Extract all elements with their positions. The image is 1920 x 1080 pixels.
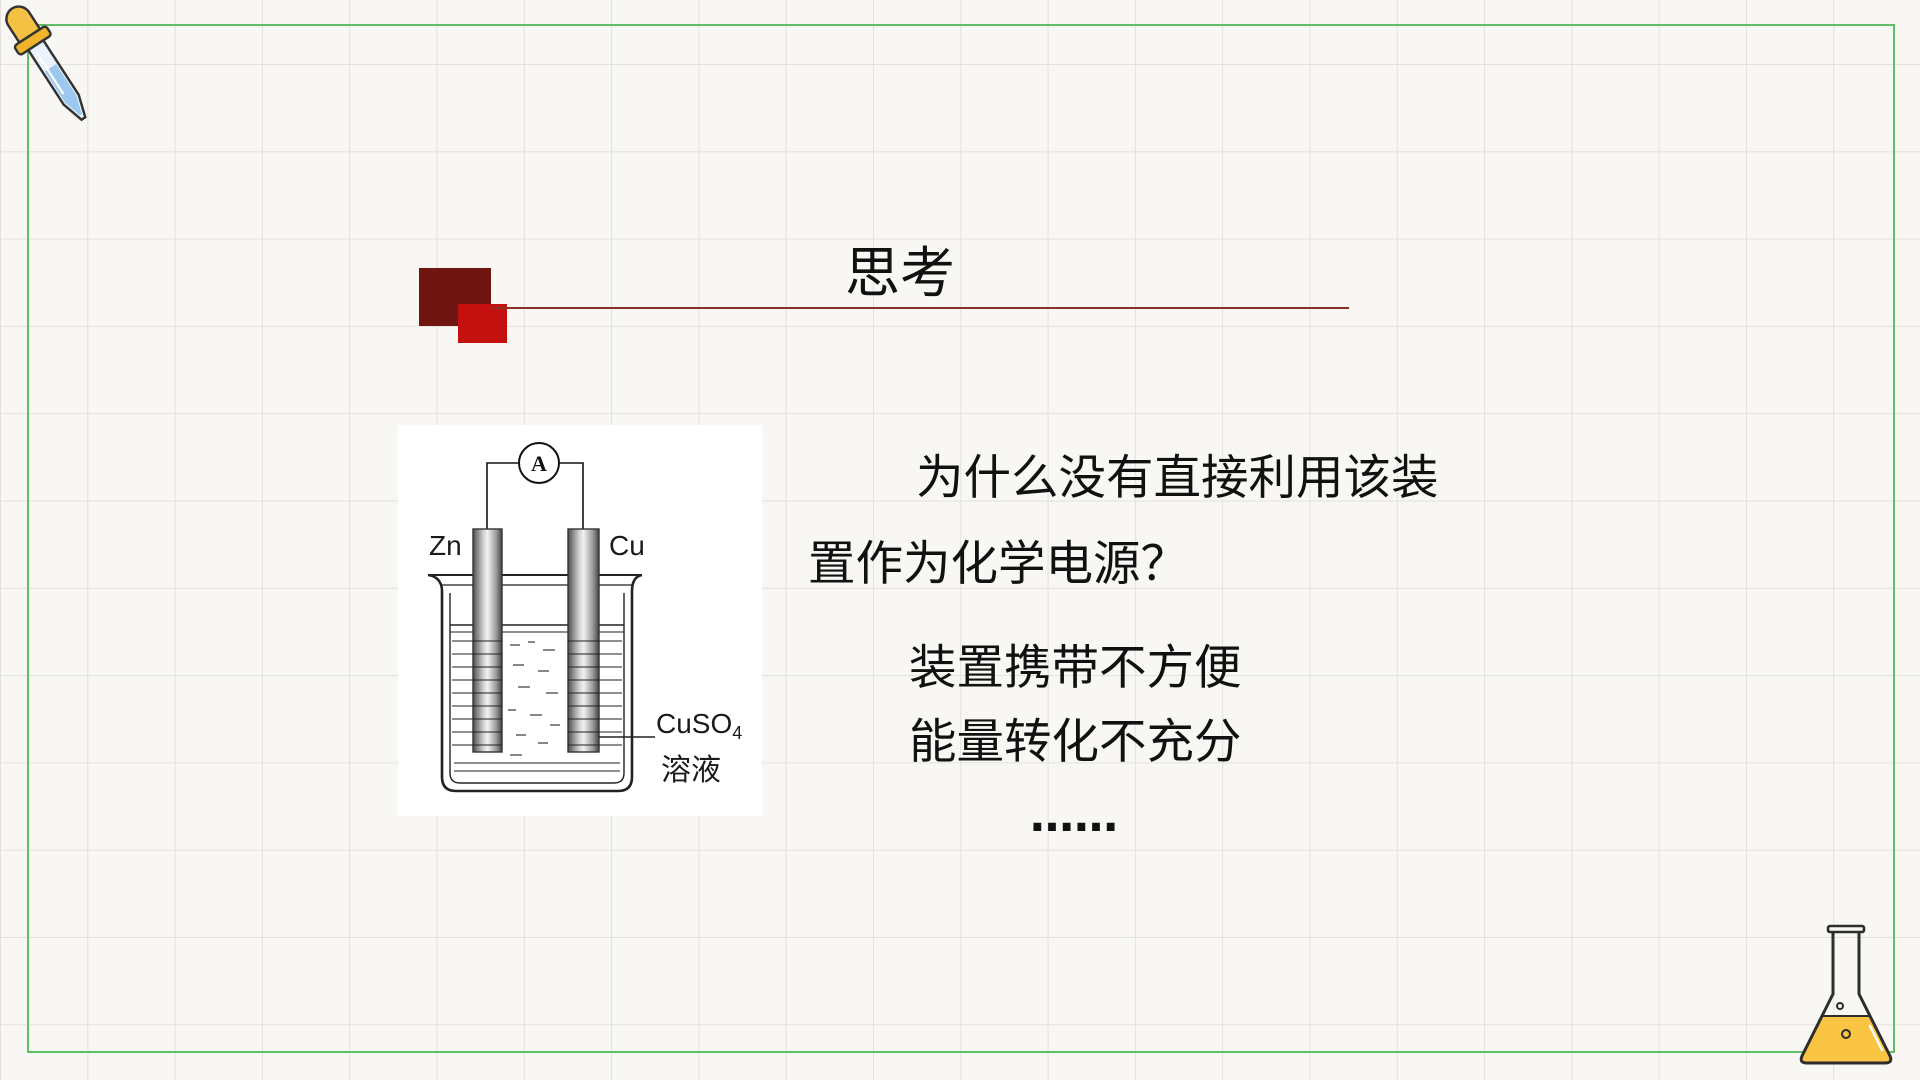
flask-rim — [1826, 924, 1866, 934]
solution-formula-label: CuSO4 — [656, 708, 742, 743]
title-underline — [491, 307, 1349, 309]
question-line-1: 为什么没有直接利用该装 — [916, 451, 1439, 506]
beaker-inner-wall — [449, 593, 625, 784]
flask-liquid — [1801, 1016, 1891, 1063]
ammeter-icon — [518, 442, 560, 484]
flask-highlight — [1868, 1024, 1884, 1052]
solution-formula-subscript: 4 — [732, 723, 742, 743]
beaker — [427, 573, 643, 793]
wire-right — [559, 462, 584, 529]
title-decoration-red-square — [458, 304, 507, 343]
beaker-outer-wall — [427, 573, 643, 793]
dropper-liquid — [44, 64, 82, 116]
dropper-highlight — [35, 52, 65, 95]
solution-formula-base: CuSO — [656, 708, 732, 739]
ammeter-label: A — [531, 451, 547, 476]
slide-title: 思考 — [845, 241, 956, 305]
solution-name-label: 溶液 — [661, 753, 721, 788]
wire-left — [486, 462, 519, 529]
question-line-2: 置作为化学电源？ — [808, 537, 1188, 592]
answer-ellipsis: …… — [1030, 791, 1118, 842]
flask-icon — [1796, 922, 1896, 1070]
flask-bubble — [1836, 1002, 1844, 1010]
flask-body — [1799, 932, 1893, 1065]
dropper-icon — [0, 0, 100, 135]
solution-lines — [452, 640, 622, 772]
flask-bubble — [1841, 1029, 1851, 1039]
answer-line-2: 能量转化不充分 — [909, 715, 1242, 770]
galvanic-cell-diagram: A Zn Cu — [398, 425, 762, 816]
electrode-label-zn: Zn — [429, 530, 462, 561]
slide-frame — [27, 24, 1895, 1053]
answer-line-1: 装置携带不方便 — [909, 641, 1242, 696]
electrode-label-cu: Cu — [609, 530, 645, 561]
